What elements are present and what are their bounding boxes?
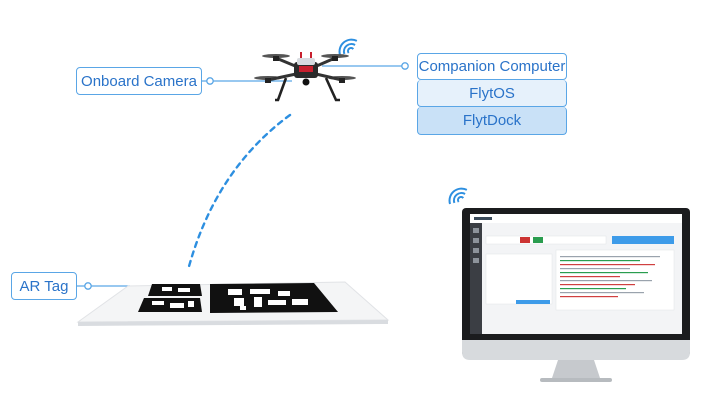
- ar-marker-icon: [76, 281, 390, 326]
- companion-computer-label: Companion Computer: [417, 53, 567, 80]
- wifi-icon: [448, 187, 468, 205]
- wifi-icon: [338, 38, 358, 56]
- ar-tag-label: AR Tag: [11, 272, 77, 300]
- flytos-label: FlytOS: [417, 80, 567, 107]
- flytdock-label: FlytDock: [417, 107, 567, 135]
- drone-icon: [254, 52, 356, 102]
- dashed-flight-path: [186, 113, 292, 272]
- onboard-camera-label: Onboard Camera: [76, 67, 202, 95]
- monitor-icon: [462, 208, 690, 382]
